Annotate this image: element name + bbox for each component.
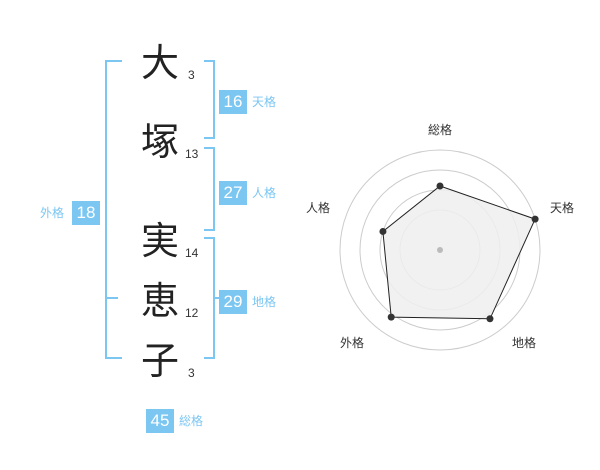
radar-axis-label-chikaku: 地格 (512, 335, 536, 350)
stroke-count-4: 12 (185, 306, 199, 320)
chikaku-value: 29 (219, 290, 247, 314)
gaikaku-label: 外格 (40, 206, 65, 220)
radar-axis-label-tenkaku: 天格 (550, 200, 574, 215)
radar-point (379, 227, 387, 235)
chikaku-label: 地格 (252, 295, 277, 309)
gaikaku-bracket (105, 60, 122, 359)
radar-center-dot (437, 247, 443, 253)
soukaku-value: 45 (146, 409, 174, 433)
stroke-count-5: 3 (188, 366, 195, 380)
radar-point (486, 315, 494, 323)
radar-point (531, 215, 539, 223)
name-char-2: 塚 (141, 120, 180, 164)
gaikaku-value: 18 (72, 201, 100, 225)
radar-axis-label-jinkaku: 人格 (306, 200, 330, 215)
radar-axis-label-soukaku: 総格 (428, 122, 452, 137)
jinkaku-value: 27 (219, 181, 247, 205)
radar-axis-label-gaikaku: 外格 (340, 335, 364, 350)
name-char-1: 大 (141, 41, 180, 85)
tenkaku-value: 16 (219, 90, 247, 114)
name-char-3: 実 (141, 219, 180, 263)
radar-points (379, 182, 539, 323)
radar-point (387, 313, 395, 321)
stroke-count-3: 14 (185, 246, 199, 260)
stroke-count-1: 3 (188, 68, 195, 82)
radar-area (382, 185, 536, 320)
jinkaku-label: 人格 (252, 186, 277, 200)
stroke-count-2: 13 (185, 147, 199, 161)
name-char-4: 恵 (141, 279, 180, 323)
soukaku-label: 総格 (179, 414, 204, 428)
radar-point (436, 182, 444, 190)
tenkaku-label: 天格 (252, 95, 277, 109)
radar-grid-ring (339, 149, 541, 351)
name-char-5: 子 (141, 339, 180, 383)
tenkaku-bracket (204, 60, 215, 139)
jinkaku-bracket (204, 147, 215, 231)
